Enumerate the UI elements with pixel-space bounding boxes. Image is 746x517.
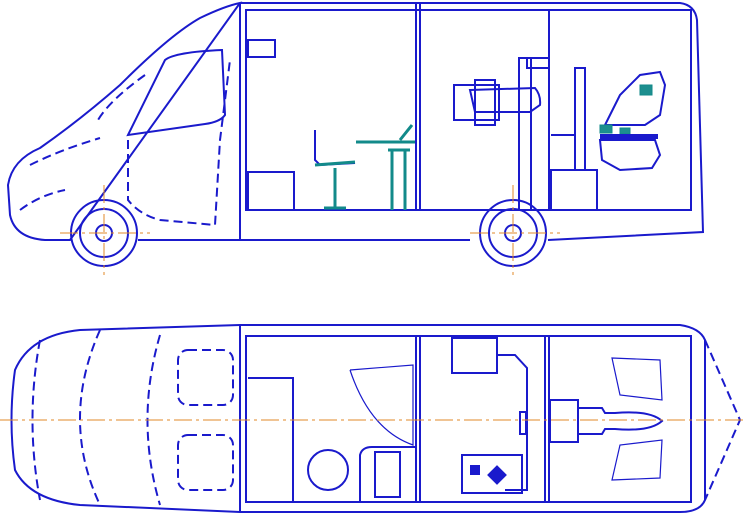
van-body-outline xyxy=(6,1,705,241)
cabinet xyxy=(247,39,276,58)
cab-door xyxy=(126,3,241,240)
rear-wheel xyxy=(470,185,560,275)
stool xyxy=(307,449,349,491)
seat-left xyxy=(177,349,234,491)
sink xyxy=(374,451,401,498)
door-hidden-line xyxy=(97,59,231,227)
diamond-marker xyxy=(487,465,507,485)
bench xyxy=(248,377,294,502)
xray-arm xyxy=(497,354,528,491)
interior-outline xyxy=(245,335,692,503)
bench xyxy=(247,171,295,211)
windshield-hidden-line xyxy=(31,329,161,506)
chair xyxy=(314,130,356,210)
detector xyxy=(519,411,527,435)
counter xyxy=(359,446,416,502)
hood-hidden-line xyxy=(19,137,101,211)
control-button xyxy=(470,465,480,475)
interior-outline xyxy=(245,9,692,211)
side-view xyxy=(6,1,705,275)
van-top-outline xyxy=(10,324,706,513)
ecg-console xyxy=(356,124,415,210)
dental-chair-top xyxy=(549,357,664,481)
xray-tube xyxy=(451,337,498,374)
top-view xyxy=(0,324,746,513)
stretcher-equipment xyxy=(550,67,667,211)
front-wheel xyxy=(60,185,150,275)
door-swing xyxy=(349,364,414,446)
generator xyxy=(461,454,523,494)
xray-unit xyxy=(453,57,550,211)
